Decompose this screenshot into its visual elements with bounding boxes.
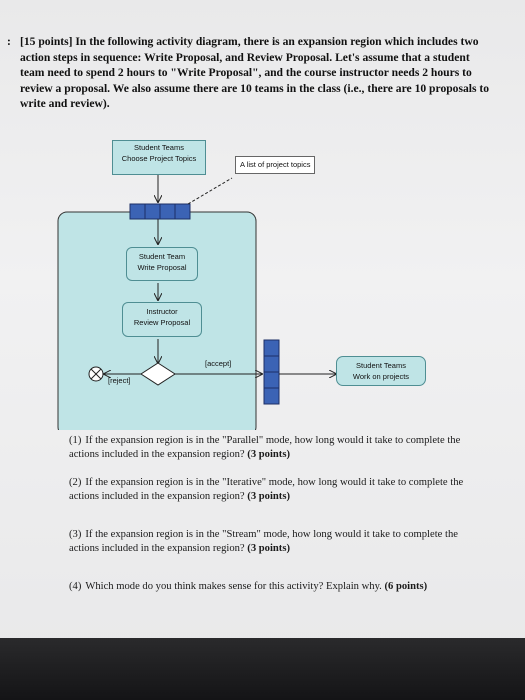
accept-guard-label: [accept] bbox=[205, 359, 232, 368]
problem-statement: : [15 points] In the following activity … bbox=[7, 34, 495, 112]
photo-edge-shadow bbox=[0, 638, 525, 700]
problem-text: [15 points] In the following activity di… bbox=[20, 35, 490, 111]
input-pins bbox=[129, 203, 191, 220]
output-pins bbox=[263, 339, 280, 405]
question-2: (2)If the expansion region is in the "It… bbox=[69, 477, 464, 502]
review-proposal-node: Instructor Review Proposal bbox=[122, 302, 202, 337]
write-proposal-node: Student Team Write Proposal bbox=[126, 247, 198, 281]
question-1: (1)If the expansion region is in the "Pa… bbox=[69, 435, 461, 460]
decision-diamond bbox=[140, 362, 176, 386]
question-4: (4)Which mode do you think makes sense f… bbox=[69, 581, 428, 592]
problem-marker: : bbox=[7, 35, 11, 48]
activity-diagram bbox=[57, 195, 525, 430]
work-on-projects-node: Student Teams Work on projects bbox=[336, 356, 426, 386]
reject-guard-label: [reject] bbox=[108, 376, 131, 385]
flow-final-node bbox=[88, 366, 104, 382]
choose-topics-node: Student Teams Choose Project Topics bbox=[112, 140, 206, 175]
question-3: (3)If the expansion region is in the "St… bbox=[69, 529, 458, 554]
project-topics-note: A list of project topics bbox=[235, 156, 316, 174]
